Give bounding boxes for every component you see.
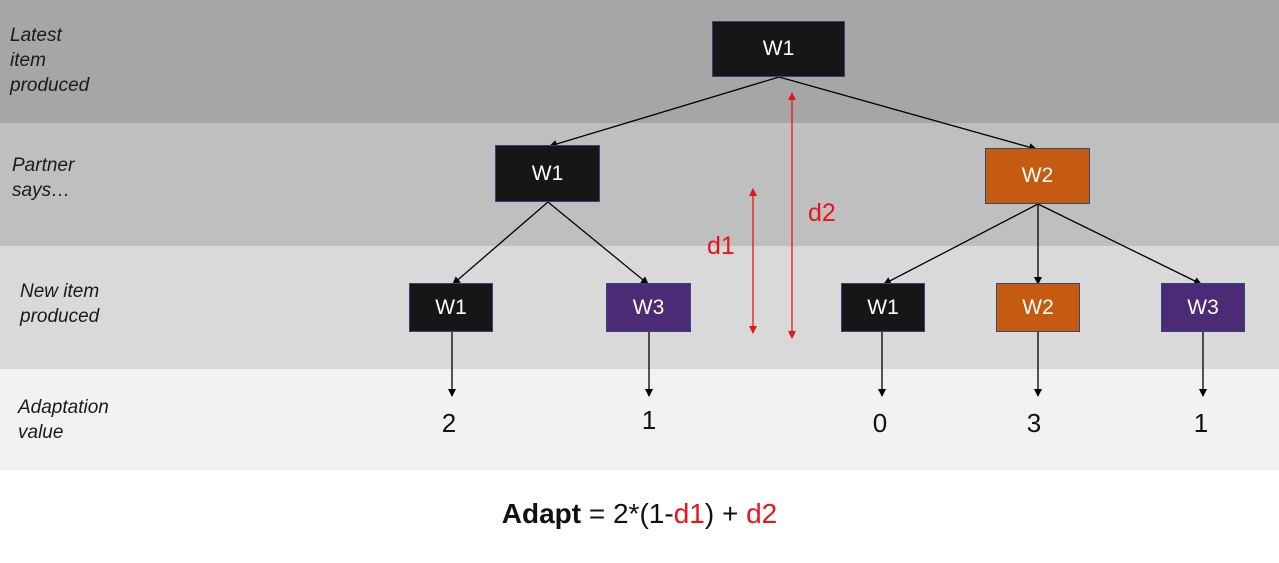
row-label-partner: Partner says…: [12, 155, 75, 201]
row-band-adaptation: [0, 369, 1279, 470]
formula-part-plus: ) +: [704, 498, 747, 529]
formula-name: Adapt: [501, 498, 582, 529]
adapt-formula: Adapt = 2*(1-d1) + d2: [0, 498, 1279, 530]
edge-root-partner-right: [778, 76, 1037, 151]
distance-label-d2: d2: [808, 199, 836, 227]
distance-label-d1: d1: [707, 232, 735, 260]
adaptation-value-4: 3: [1026, 408, 1042, 438]
row-band-latest: [0, 0, 1279, 123]
node-leaf-4: W2: [996, 283, 1080, 332]
row-label-new-item: New item produced: [20, 281, 100, 327]
row-label-latest: Latest item produced: [10, 25, 90, 96]
formula-d2: d2: [746, 498, 778, 529]
adaptation-value-1: 2: [441, 408, 457, 438]
formula-part-equals: = 2*(1-: [581, 498, 674, 529]
node-leaf-2: W3: [606, 283, 691, 332]
node-partner-left: W1: [495, 145, 600, 202]
edge-partner-right-leaf3: [883, 203, 1039, 285]
node-leaf-1: W1: [409, 283, 493, 332]
node-leaf-5: W3: [1161, 283, 1245, 332]
adaptation-value-2: 1: [641, 405, 657, 435]
node-partner-right: W2: [985, 148, 1090, 204]
edge-root-partner-left: [549, 76, 780, 148]
row-label-adaptation: Adaptation value: [18, 397, 109, 443]
edge-partner-left-leaf2: [547, 201, 649, 285]
edge-partner-left-leaf1: [452, 201, 549, 285]
adaptation-value-3: 0: [872, 408, 888, 438]
edge-partner-right-leaf5: [1037, 203, 1202, 285]
node-root: W1: [712, 21, 845, 77]
node-leaf-3: W1: [841, 283, 925, 332]
adaptation-value-5: 1: [1193, 408, 1209, 438]
formula-d1: d1: [673, 498, 705, 529]
